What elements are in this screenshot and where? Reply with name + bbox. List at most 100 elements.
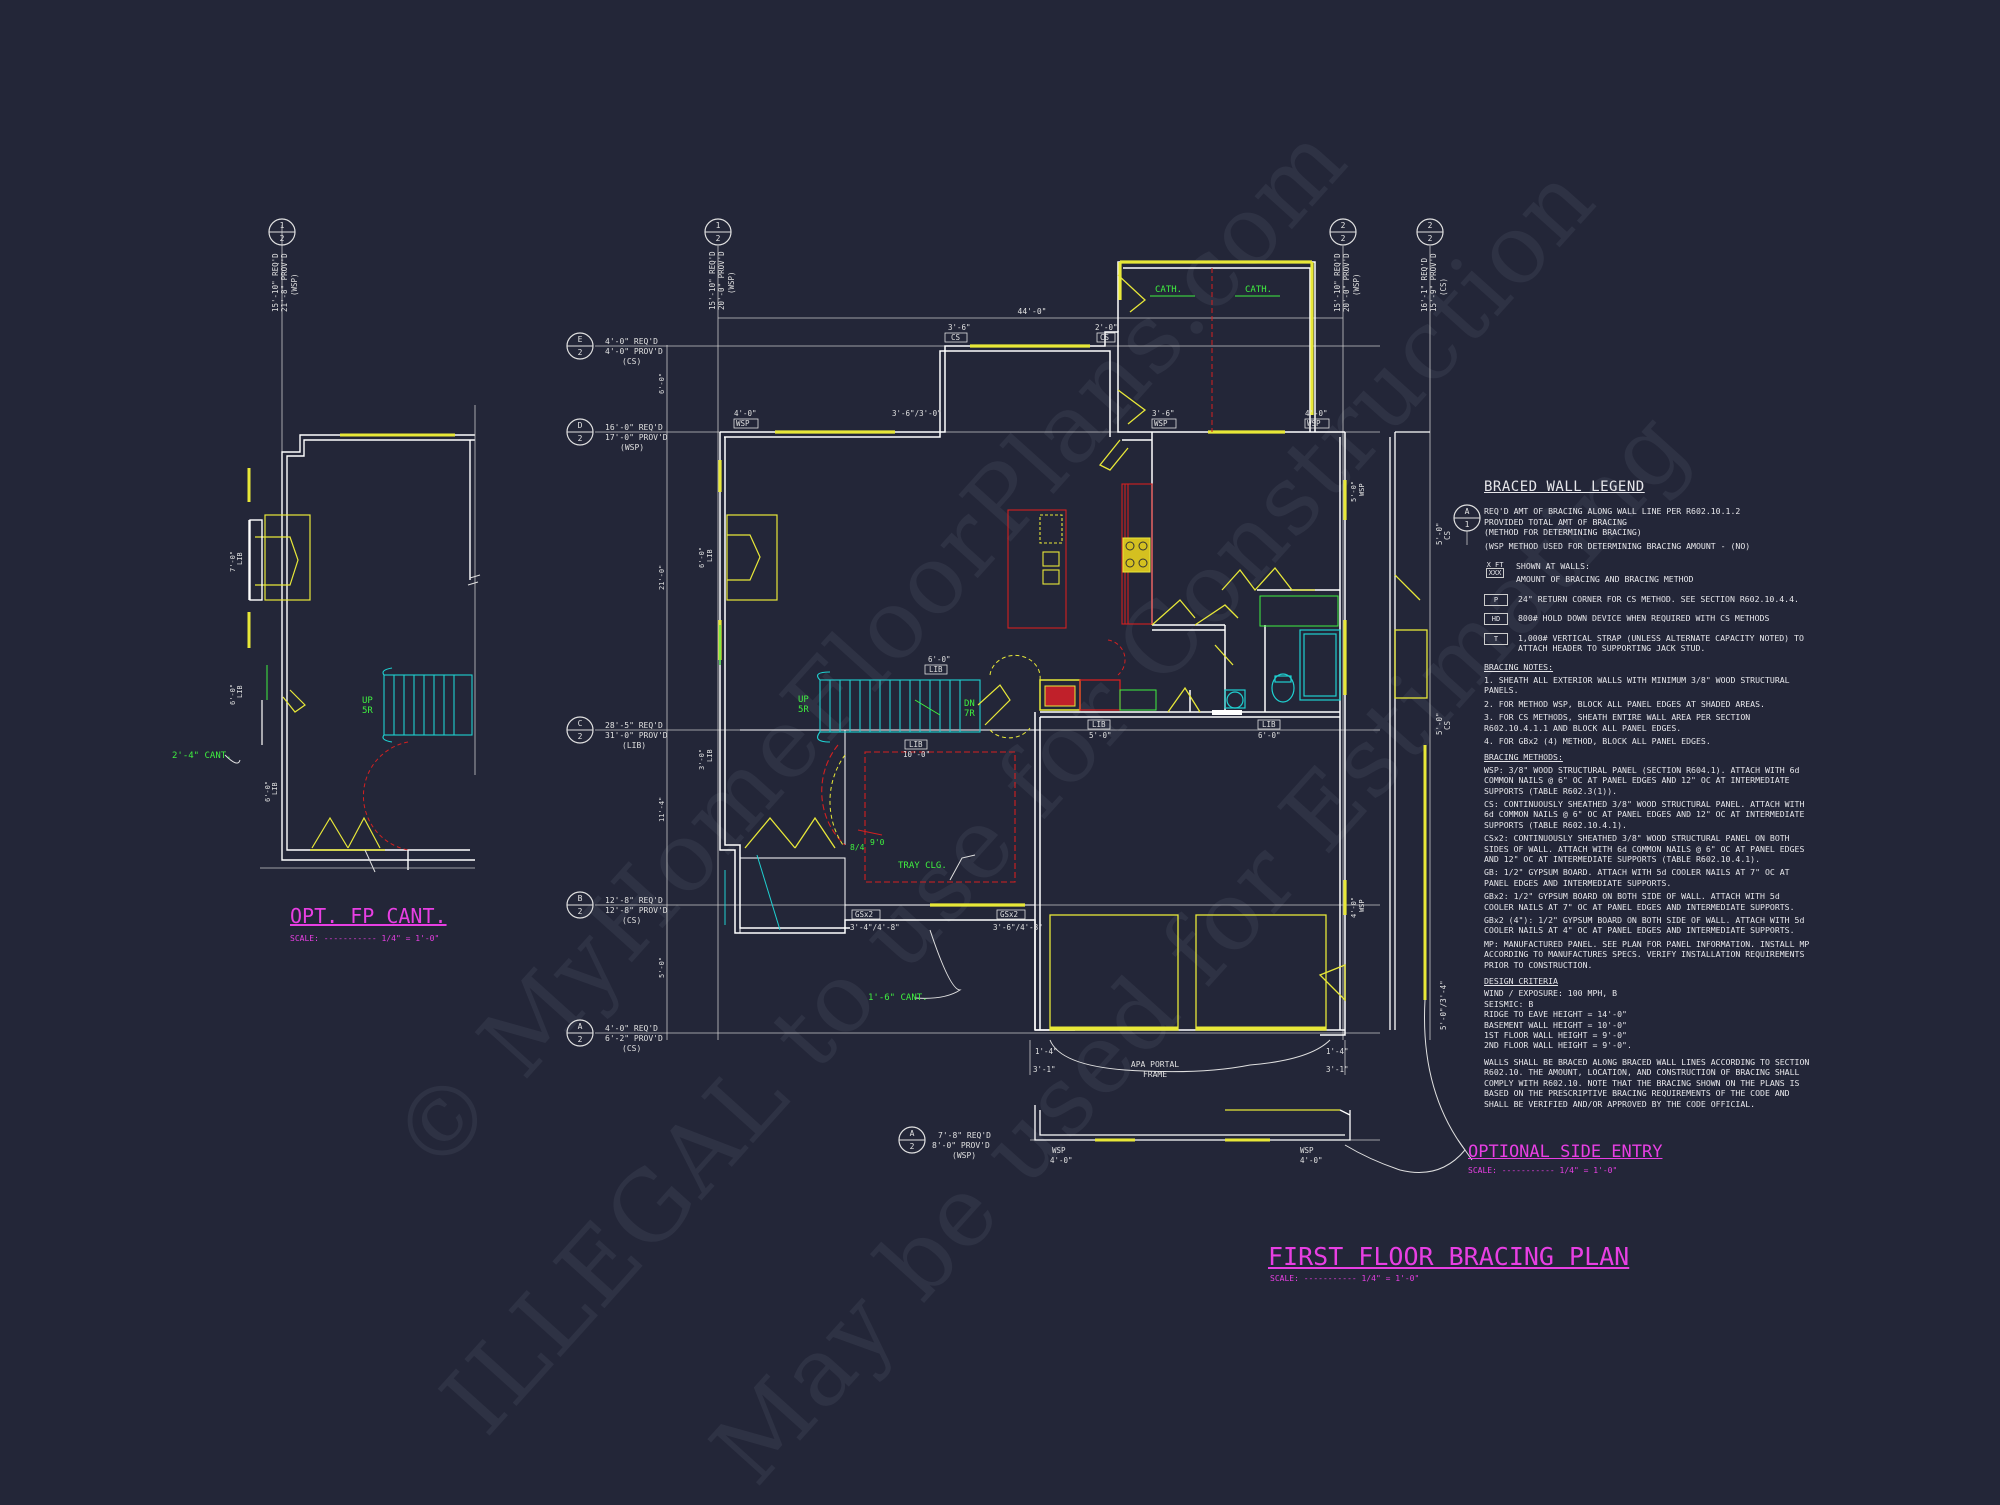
svg-text:D: D: [578, 421, 583, 430]
svg-text:3'-6"/3'-0": 3'-6"/3'-0": [892, 409, 942, 418]
svg-text:(LIB): (LIB): [622, 741, 646, 750]
svg-text:UP: UP: [798, 695, 809, 705]
svg-text:2: 2: [1428, 221, 1433, 230]
svg-text:WSP: WSP: [1358, 483, 1366, 496]
svg-text:B: B: [578, 894, 583, 903]
svg-text:5'-0": 5'-0": [1089, 731, 1112, 740]
design-criterion: BASEMENT WALL HEIGHT = 10'-0": [1484, 1019, 1627, 1030]
svg-text:LIB: LIB: [706, 749, 714, 762]
svg-text:GSx2: GSx2: [855, 910, 873, 919]
svg-text:3'-6": 3'-6": [1152, 409, 1175, 418]
svg-text:4'-0": 4'-0": [1305, 409, 1328, 418]
bracing-method: WSP: 3/8" WOOD STRUCTURAL PANEL (SECTION…: [1484, 764, 1800, 796]
bracing-note: 4. FOR GBx2 (4) METHOD, BLOCK ALL PANEL …: [1484, 735, 1711, 746]
legend-p-symbol: P: [1484, 593, 1508, 606]
svg-text:8'-0" PROV'D: 8'-0" PROV'D: [932, 1141, 990, 1150]
svg-text:2: 2: [578, 348, 583, 357]
svg-text:A: A: [578, 1022, 583, 1031]
svg-text:1: 1: [280, 221, 285, 230]
main-plan-title: FIRST FLOOR BRACING PLAN: [1268, 1242, 1630, 1271]
opt-fp-plan: [224, 225, 481, 873]
bracing-note: 2. FOR METHOD WSP, BLOCK ALL PANEL EDGES…: [1484, 698, 1765, 709]
svg-text:A: A: [910, 1129, 915, 1138]
svg-text:4'-0": 4'-0": [1350, 897, 1358, 918]
legend-bubble-desc-3: (METHOD FOR DETERMINING BRACING): [1484, 527, 1642, 538]
svg-text:LIB: LIB: [909, 740, 923, 749]
svg-text:WSP: WSP: [1300, 1146, 1314, 1155]
design-criterion: SEISMIC: B: [1484, 998, 1534, 1009]
legend-p-desc: 24" RETURN CORNER FOR CS METHOD. SEE SEC…: [1518, 593, 1799, 604]
svg-text:CATH.: CATH.: [1155, 285, 1182, 295]
legend-hd-symbol: HD: [1484, 613, 1508, 626]
design-criterion: RIDGE TO EAVE HEIGHT = 14'-0": [1484, 1009, 1627, 1020]
svg-text:GSx2: GSx2: [1000, 910, 1018, 919]
svg-text:2: 2: [1428, 234, 1433, 243]
svg-text:1'-4": 1'-4": [1326, 1047, 1349, 1056]
svg-text:31'-0" PROV'D: 31'-0" PROV'D: [605, 731, 668, 740]
main-walls: [719, 261, 1346, 1036]
svg-text:APA PORTAL: APA PORTAL: [1131, 1060, 1179, 1069]
svg-text:6'-0": 6'-0": [698, 547, 706, 568]
bracing-panels: [718, 260, 1347, 915]
svg-text:16'-1" REQ'D: 16'-1" REQ'D: [1420, 257, 1429, 312]
svg-text:LIB: LIB: [236, 552, 244, 565]
svg-text:17'-0" PROV'D: 17'-0" PROV'D: [605, 433, 668, 442]
svg-text:LIB: LIB: [929, 665, 943, 674]
svg-text:E: E: [578, 335, 583, 344]
svg-text:2: 2: [578, 434, 583, 443]
svg-text:6'-0": 6'-0": [264, 781, 272, 802]
svg-text:3'-6"/4'-8": 3'-6"/4'-8": [993, 923, 1043, 932]
design-criterion: 1ST FLOOR WALL HEIGHT = 9'-0": [1484, 1030, 1627, 1041]
svg-text:LIB: LIB: [236, 685, 244, 698]
opt-fp-scale: SCALE: ----------- 1/4" = 1'-0": [290, 934, 440, 943]
svg-text:4'-0": 4'-0": [1050, 1156, 1073, 1165]
svg-text:15'-9" PROV'D: 15'-9" PROV'D: [1429, 253, 1438, 312]
legend-t-symbol: T: [1484, 632, 1508, 645]
svg-text:3'-1": 3'-1": [1033, 1065, 1056, 1074]
svg-text:A: A: [1465, 507, 1470, 516]
svg-text:(CS): (CS): [622, 357, 641, 366]
svg-text:4'-0" REQ'D: 4'-0" REQ'D: [605, 337, 658, 346]
svg-text:5'-0": 5'-0": [1435, 712, 1444, 735]
side-entry-scale: SCALE: ----------- 1/4" = 1'-0": [1468, 1166, 1618, 1175]
braced-wall-legend: BRACED WALL LEGEND REQ'D AMT OF BRACING …: [1484, 479, 1814, 1112]
svg-text:6'-0": 6'-0": [229, 684, 237, 705]
svg-text:(WSP): (WSP): [290, 273, 299, 296]
svg-text:2: 2: [280, 234, 285, 243]
svg-text:WSP: WSP: [1307, 419, 1321, 428]
design-criteria-title: DESIGN CRITERIA: [1484, 976, 1558, 987]
svg-text:CS: CS: [1443, 720, 1452, 730]
svg-text:(CS): (CS): [622, 1044, 641, 1053]
garage-doors: [1049, 914, 1346, 1031]
svg-text:15'-10" REQ'D: 15'-10" REQ'D: [271, 253, 280, 312]
svg-text:11'-4": 11'-4": [658, 797, 666, 822]
svg-text:WSP: WSP: [736, 419, 750, 428]
svg-text:LIB: LIB: [1262, 720, 1276, 729]
svg-text:WSP: WSP: [1052, 1146, 1066, 1155]
svg-text:5'-0"/3'-4": 5'-0"/3'-4": [1439, 980, 1448, 1030]
svg-text:6'-2" PROV'D: 6'-2" PROV'D: [605, 1034, 663, 1043]
bracing-methods-title: BRACING METHODS:: [1484, 752, 1563, 763]
svg-text:4'-0" REQ'D: 4'-0" REQ'D: [605, 1024, 658, 1033]
svg-text:5'-0": 5'-0": [1350, 481, 1358, 502]
svg-text:6'-0": 6'-0": [928, 655, 951, 664]
svg-text:3'-0": 3'-0": [698, 749, 706, 770]
svg-text:5R: 5R: [798, 705, 809, 715]
svg-text:20'-0" PROV'D: 20'-0" PROV'D: [1342, 253, 1351, 312]
svg-text:(WSP): (WSP): [1352, 273, 1361, 296]
main-grid-bubbles: [704, 218, 1444, 246]
bracing-method: CSx2: CONTINUOUSLY SHEATHED 3/8" WOOD ST…: [1484, 833, 1805, 864]
svg-text:20'-0" PROV'D: 20'-0" PROV'D: [717, 251, 726, 310]
svg-text:CATH.: CATH.: [1245, 285, 1272, 295]
svg-text:3'-4"/4'-8": 3'-4"/4'-8": [850, 923, 900, 932]
legend-bubble-desc-2: PROVIDED TOTAL AMT OF BRACING: [1484, 516, 1627, 527]
svg-text:2: 2: [1341, 234, 1346, 243]
legend-title: BRACED WALL LEGEND: [1484, 479, 1645, 495]
svg-text:12'-8" PROV'D: 12'-8" PROV'D: [605, 906, 668, 915]
svg-text:2: 2: [716, 234, 721, 243]
bracing-method: MP: MANUFACTURED PANEL. SEE PLAN FOR PAN…: [1484, 938, 1810, 970]
svg-text:12'-8" REQ'D: 12'-8" REQ'D: [605, 896, 663, 905]
svg-text:TRAY CLG.: TRAY CLG.: [898, 861, 947, 871]
bracing-method: CS: CONTINUOUSLY SHEATHED 3/8" WOOD STRU…: [1484, 798, 1805, 830]
